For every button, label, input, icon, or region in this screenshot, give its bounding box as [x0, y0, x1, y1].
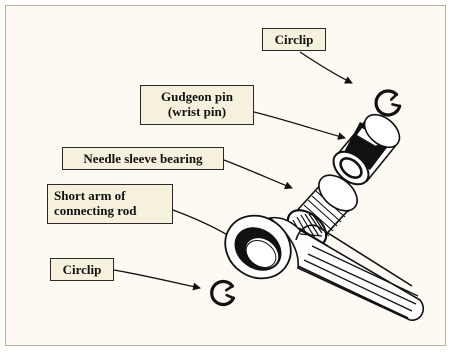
label-needle-sleeve-bearing: Needle sleeve bearing — [62, 147, 224, 170]
label-short-arm-line2: connecting rod — [54, 203, 166, 218]
label-short-arm-line1: Short arm of — [54, 188, 166, 203]
circlip-top-part — [373, 89, 401, 118]
label-gudgeon-pin-line1: Gudgeon pin — [147, 89, 247, 104]
label-circlip-bottom: Circlip — [50, 258, 114, 281]
label-circlip-top: Circlip — [262, 28, 326, 51]
label-circlip-top-text: Circlip — [269, 32, 319, 47]
arrow-gudgeon-pin — [254, 112, 345, 138]
circlip-bottom-part — [211, 281, 234, 306]
arrow-circlip-top — [300, 52, 352, 83]
label-circlip-bottom-text: Circlip — [57, 262, 107, 277]
label-short-arm: Short arm of connecting rod — [47, 184, 173, 224]
arrow-circlip-bottom — [114, 270, 200, 288]
label-gudgeon-pin: Gudgeon pin (wrist pin) — [140, 85, 254, 125]
arrow-needle-bearing — [224, 160, 292, 188]
label-needle-bearing-text: Needle sleeve bearing — [69, 151, 217, 166]
label-gudgeon-pin-line2: (wrist pin) — [147, 104, 247, 119]
